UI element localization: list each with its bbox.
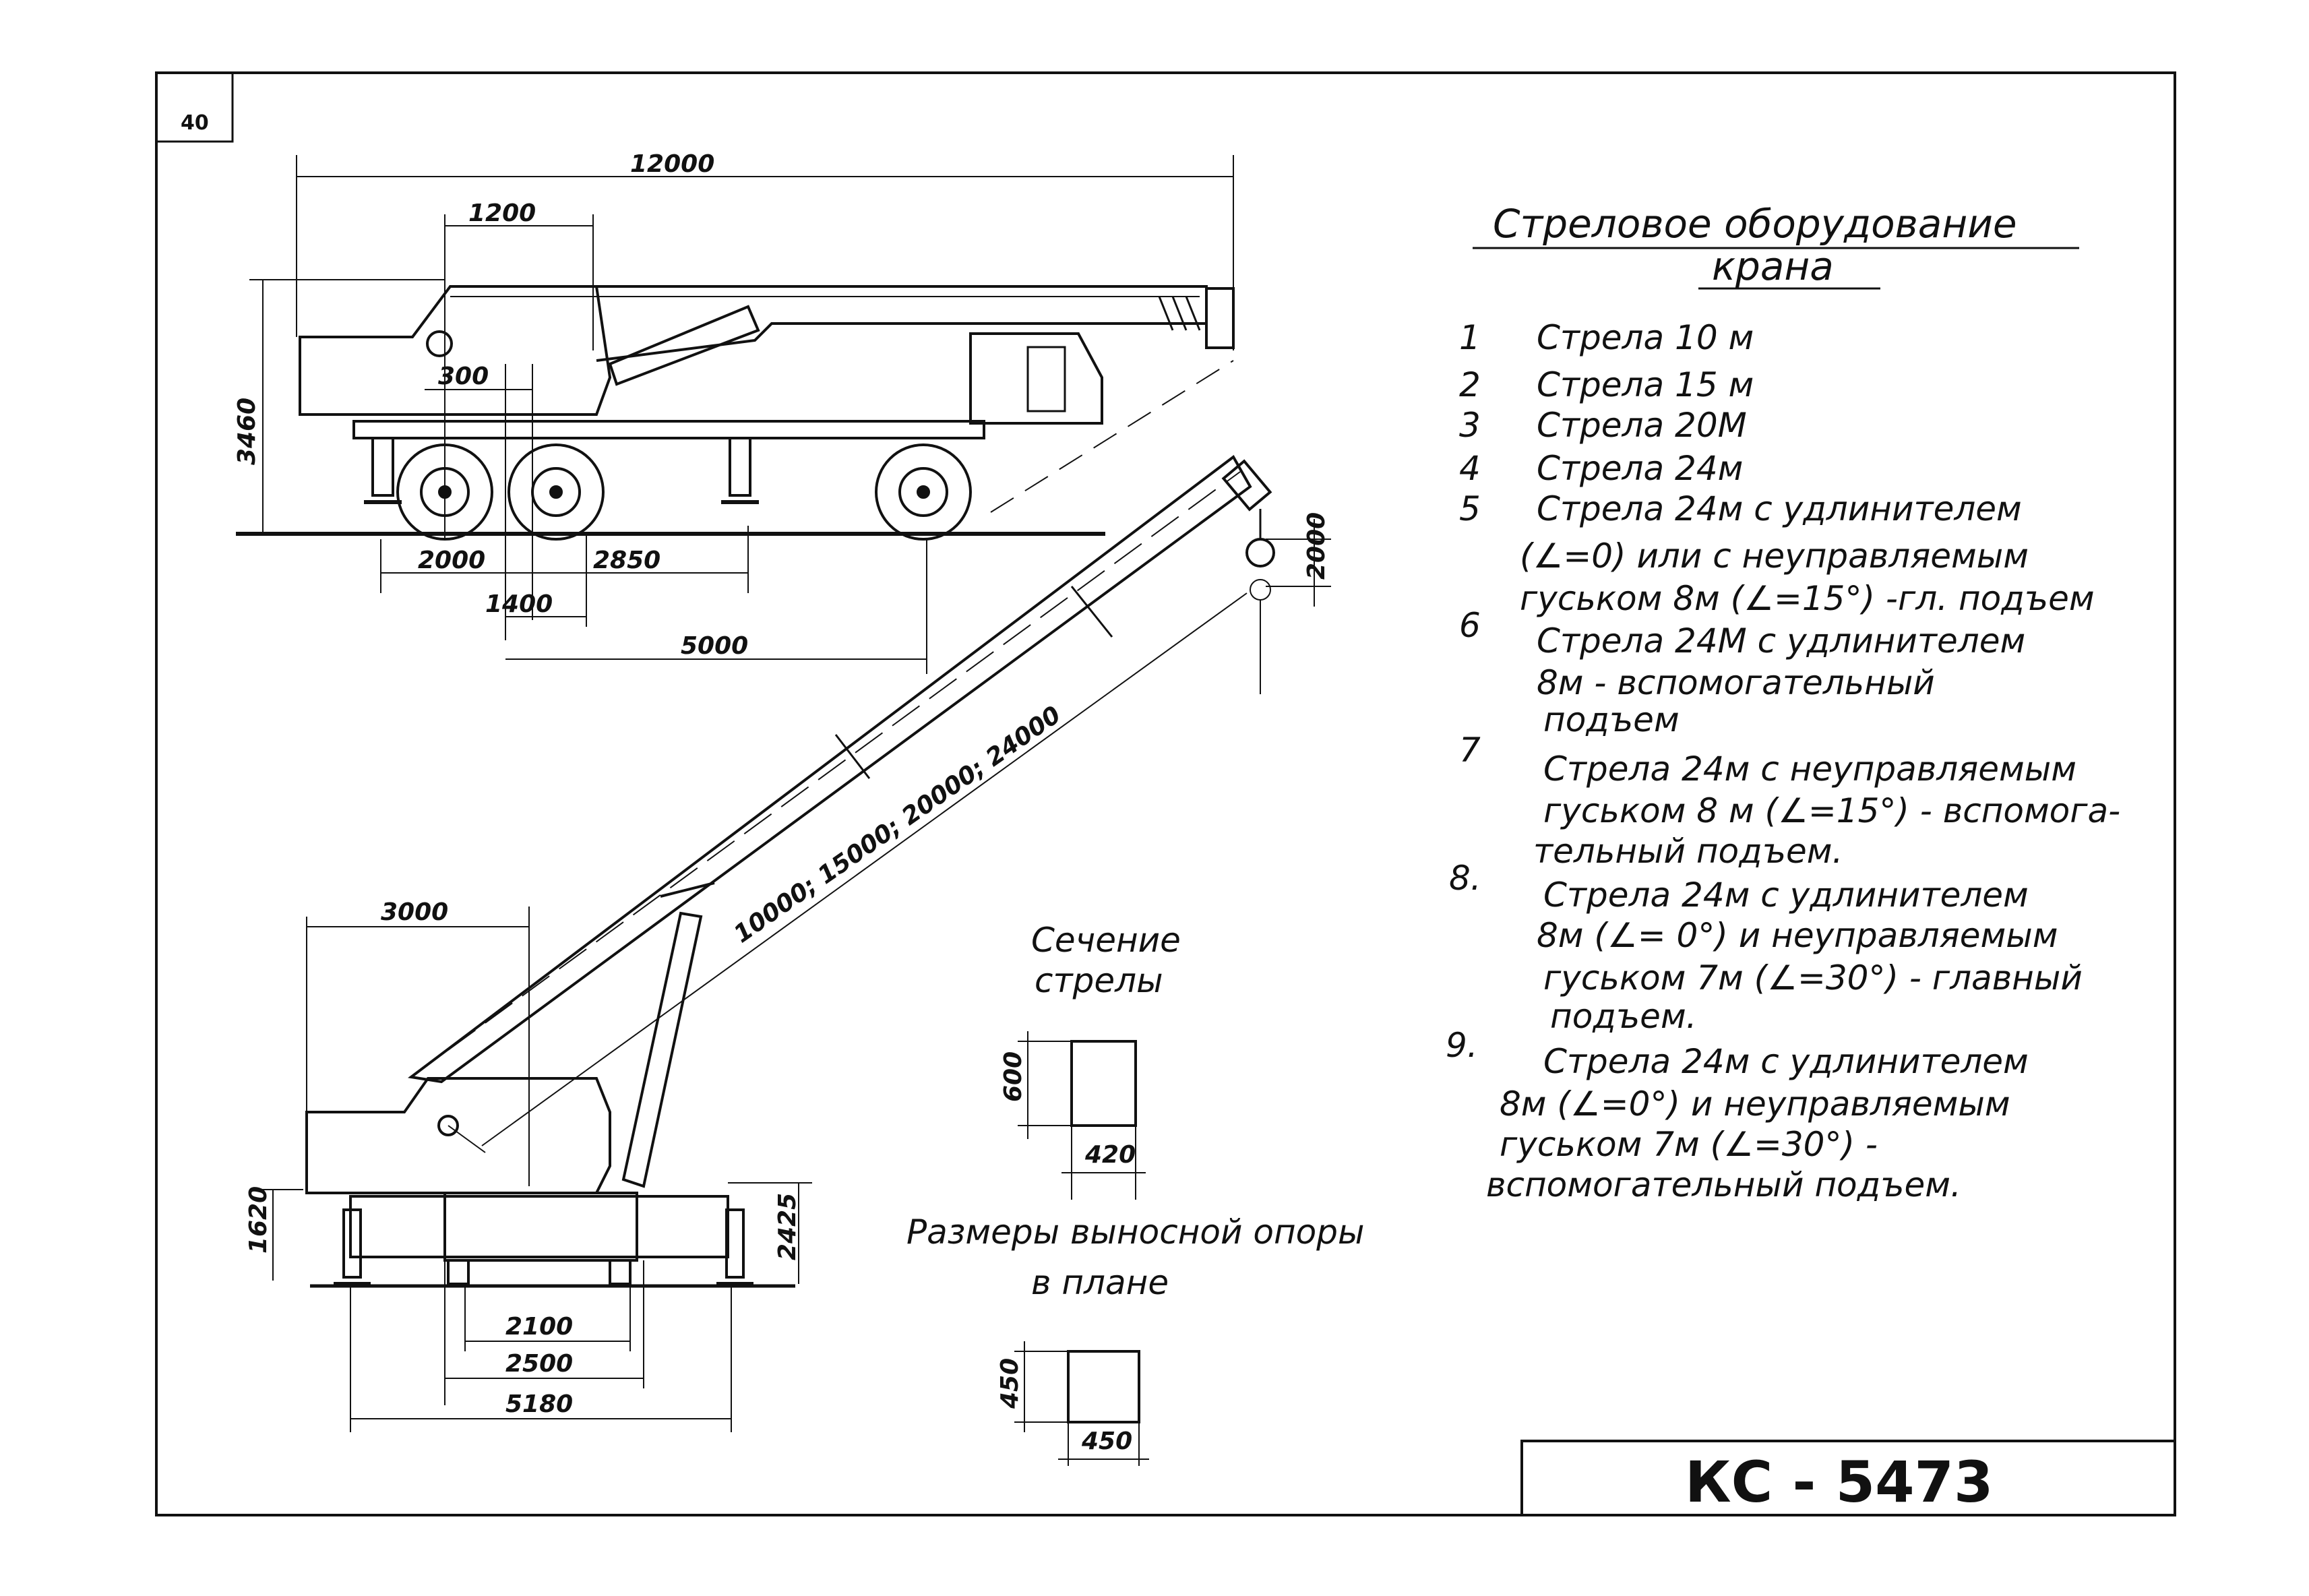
list-item-text: гуськом 7м (∠=30°) - (1500, 1125, 1878, 1164)
boom-section-detail (1018, 1031, 1146, 1200)
section-label-line-1: Сечение (1031, 921, 1181, 960)
list-item-text: Стрела 24м с неуправляемым (1543, 749, 2076, 789)
dim-height: 3460 (233, 398, 261, 465)
list-item-text: тельный подъем. (1533, 832, 1843, 871)
list-item-text: Стрела 24м с удлинителем (1543, 1042, 2029, 1081)
list-item-text: 8м (∠=0°) и неуправляемым (1500, 1084, 2010, 1124)
list-item-text: Стрела 24м с удлинителем (1537, 489, 2022, 528)
dim-5180: 5180 (505, 1390, 573, 1418)
dim-300: 300 (438, 363, 489, 390)
dim-hook-2000: 2000 (1303, 512, 1330, 580)
list-item-text: Стрела 15 м (1537, 365, 1754, 404)
section-label-line-2: стрелы (1035, 961, 1163, 1000)
dim-boom-lengths: 10000; 15000; 20000; 24000 (729, 701, 1066, 948)
section-width: 420 (1084, 1141, 1136, 1169)
list-item-number: 3 (1459, 406, 1481, 445)
drawing-code: КС - 5473 (1685, 1449, 1993, 1515)
heading-underline (1473, 247, 2079, 290)
crane-working-view (305, 455, 1331, 1288)
dim-1620: 1620 (245, 1186, 272, 1254)
outrigger-label-line-2: в плане (1031, 1263, 1169, 1302)
equipment-list: 1 Стрела 10 м 2 Стрела 15 м 3 Стрела 20М… (1446, 318, 2120, 1204)
list-item-text: гуськом 7м (∠=30°) - главный (1543, 958, 2083, 998)
dim-2425: 2425 (774, 1193, 801, 1260)
dim-5000: 5000 (681, 632, 748, 660)
dim-3000: 3000 (381, 898, 448, 926)
page-number: 40 (181, 111, 209, 135)
outrigger-pad-detail (1014, 1341, 1149, 1466)
crane-side-view (236, 285, 1235, 541)
list-item-text: гуськом 8м (∠=15°) -гл. подъем (1520, 579, 2095, 618)
dim-2500: 2500 (505, 1350, 573, 1378)
title-block (1520, 1440, 2175, 1515)
list-item-text: вспомогательный подъем. (1486, 1165, 1961, 1204)
list-item-text: Стрела 24М с удлинителем (1537, 621, 2025, 661)
side-view-dimensions (249, 155, 1234, 674)
list-item-number: 1 (1459, 318, 1481, 357)
list-item-number: 9. (1446, 1026, 1478, 1065)
list-item-text: 8м - вспомогательный (1537, 663, 1935, 702)
list-item-number: 8. (1449, 859, 1481, 898)
outrigger-height: 450 (996, 1358, 1024, 1409)
list-item-number: 2 (1459, 365, 1481, 404)
list-item-text: Стрела 24м (1537, 449, 1743, 488)
list-item-number: 6 (1459, 606, 1481, 645)
heading-line-1: Стреловое оборудование (1493, 201, 2017, 247)
dim-2100: 2100 (505, 1313, 573, 1341)
dim-1400: 1400 (485, 590, 553, 618)
heading-line-2: крана (1712, 243, 1834, 289)
outrigger-label-line-1: Размеры выносной опоры (906, 1213, 1364, 1252)
section-height: 600 (999, 1051, 1027, 1102)
outrigger-width: 450 (1081, 1428, 1132, 1455)
dim-total-length: 12000 (630, 150, 714, 178)
list-item-text: Стрела 10 м (1537, 318, 1754, 357)
dim-2850: 2850 (593, 547, 660, 574)
list-item-text: Стрела 20М (1537, 406, 1747, 445)
list-item-text: гуськом 8 м (∠=15°) - вспомога- (1543, 791, 2120, 830)
dim-2000: 2000 (418, 547, 485, 574)
list-item-text: подъем. (1550, 997, 1697, 1036)
list-item-number: 4 (1459, 449, 1481, 488)
list-item-text: 8м (∠= 0°) и неуправляемым (1537, 916, 2058, 955)
list-item-number: 7 (1459, 731, 1481, 770)
sheet-frame (155, 71, 2176, 1516)
list-item-text: (∠=0) или с неуправляемым (1520, 536, 2029, 576)
list-item-number: 5 (1459, 489, 1481, 528)
list-item-text: подъем (1543, 700, 1680, 739)
working-view-dimensions (259, 592, 1248, 1432)
dim-1200: 1200 (468, 200, 536, 227)
list-item-text: Стрела 24м с удлинителем (1543, 876, 2029, 915)
